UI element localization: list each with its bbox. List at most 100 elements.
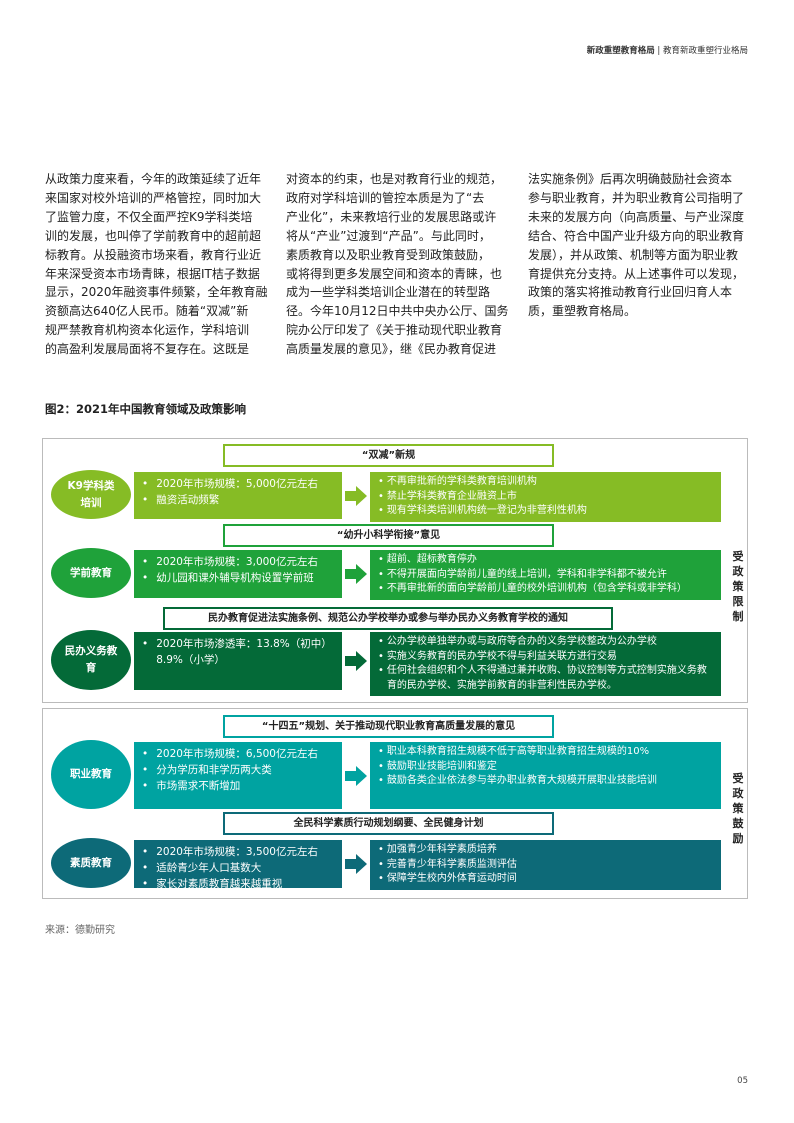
bullet: • [378, 858, 384, 870]
impact-text: 完善青少年科学素质监测评估 [386, 858, 517, 870]
body-line: 显示，2020年融资事件频繁，全年教育融 [45, 285, 268, 300]
impact-item: •公办学校单独举办或与政府等合办的义务学校整改为公办学校 [378, 635, 713, 650]
body-line: 育提供充分支持。从上述事件可以发现， [528, 266, 745, 281]
fact-item: • 适龄青少年人口基数大 [142, 860, 334, 876]
body-line: 对资本的约束，也是对教育行业的规范， [286, 172, 503, 186]
fact-item: • 2020年市场规模：3,000亿元左右 [142, 554, 334, 570]
bullet: • [378, 554, 384, 565]
body-line: 结合、符合中国产业升级方向的职业教育 [528, 228, 745, 243]
fact-item: •家长对素质教育越来越重视 [142, 876, 334, 892]
segment-oval: 职业教育 [51, 740, 131, 809]
impact-item: •任何社会组织和个人不得通过兼并收购、协议控制等方式控制实施义务教育的民办学校、… [378, 664, 713, 693]
arrow-right-icon [345, 564, 367, 584]
body-line: 素质教育以及职业教育受到政策鼓励， [286, 247, 491, 262]
segment-oval: 学前教育 [51, 548, 131, 598]
policy-banner: 民办教育促进法实施条例、规范公办学校举办或参与举办民办义务教育学校的通知 [163, 607, 613, 630]
facts-box: • 2020年市场规模：6,500亿元左右 •分为学历和非学历两大类 • 市场需求不断增… [134, 742, 342, 809]
impact-item: •鼓励各类企业依法参与举办职业教育大规模开展职业技能培训 [378, 774, 713, 789]
bullet: • [142, 638, 149, 650]
policy-banner: “十四五”规划、关于推动现代职业教育高质量发展的意见 [223, 715, 554, 738]
facts-box: • 2020年市场渗透率：13.8%（初中）8.9%（小学） [134, 632, 342, 690]
bullet: • [378, 746, 384, 757]
encouraged-panel: “十四五”规划、关于推动现代职业教育高质量发展的意见职业教育•2020年市场规模… [42, 708, 748, 899]
body-column: 对资本的约束，也是对教育行业的规范，政府对学科培训的管控本质是为了“去产业化”，… [286, 170, 518, 359]
bullet: • [142, 862, 149, 874]
arrow-right-icon [345, 854, 367, 874]
body-line: 参与职业教育，并为职业教育公司指明了 [528, 190, 745, 205]
policy-effect-label: 受政策鼓励 [732, 772, 744, 845]
impact-text: 禁止学科类教育企业融资上市 [386, 490, 517, 502]
body-line: 将从“产业”过渡到“产品”。与此同时， [286, 228, 491, 243]
impact-item: •保障学生校内外体育运动时间 [378, 872, 713, 887]
bullet: • [378, 636, 384, 647]
impact-text: 不得开展面向学龄前儿童的线上培训，学科和非学科都不被允许 [386, 568, 667, 580]
bullet: • [378, 583, 384, 594]
impact-item: •超前、超标教育停办 [378, 553, 713, 568]
impact-item: •不再审批新的学科类教育培训机构 [378, 475, 713, 490]
arrow-right-icon [345, 651, 367, 671]
bullet: • [378, 665, 384, 676]
impact-item: •不得开展面向学龄前儿童的线上培训，学科和非学科都不被允许 [378, 568, 713, 583]
impact-text: 保障学生校内外体育运动时间 [386, 873, 517, 884]
bullet: • [142, 572, 149, 584]
fact-text: 2020年市场规模：6,500亿元左右 [156, 748, 318, 760]
policy-banner: “双减”新规 [223, 444, 554, 467]
impact-box: •加强青少年科学素质培养•完善青少年科学素质监测评估•保障学生校内外体育运动时间 [370, 840, 721, 890]
fact-text: 2020年市场渗透率：13.8%（初中）8.9%（小学） [156, 638, 332, 666]
impact-text: 公办学校单独举办或与政府等合办的义务学校整改为公办学校 [386, 636, 657, 647]
bullet: • [378, 844, 384, 855]
body-line: 从政策力度来看，今年的政策延续了近年 [45, 172, 262, 186]
header-subtitle: 教育新政重塑行业格局 [662, 46, 748, 56]
bullet: • [142, 478, 149, 490]
fact-item: • 市场需求不断增加 [142, 778, 334, 794]
impact-item: •现有学科类培训机构统一登记为非营利性机构 [378, 504, 713, 519]
bullet: • [378, 476, 384, 487]
arrow-right-icon [345, 765, 367, 786]
bullet: • [142, 556, 149, 568]
fact-text: 幼儿园和课外辅导机构设置学前班 [156, 572, 314, 584]
bullet: • [378, 760, 384, 772]
body-line: 产业化”，未来教培行业的发展思路或许 [286, 209, 497, 224]
arrow-right-icon [345, 485, 367, 506]
bullet: • [378, 505, 384, 516]
impact-item: •加强青少年科学素质培养 [378, 843, 713, 858]
body-line: 的高盈利发展局面将不复存在。这既是 [45, 342, 250, 357]
fact-text: 2020年市场规模：3,000亿元左右 [156, 556, 318, 568]
fact-text: 2020年市场规模：5,000亿元左右 [156, 478, 318, 490]
fact-text: 2020年市场规模：3,500亿元左右 [156, 846, 318, 858]
fact-item: •分为学历和非学历两大类 [142, 762, 334, 778]
bullet: • [378, 568, 384, 580]
impact-box: •超前、超标教育停办•不得开展面向学龄前儿童的线上培训，学科和非学科都不被允许•… [370, 550, 721, 600]
impact-item: •禁止学科类教育企业融资上市 [378, 490, 713, 505]
header-section: 新政重塑教育格局 [586, 46, 655, 56]
policy-banner: 全民科学素质行动规划纲要、全民健身计划 [223, 812, 554, 835]
impact-text: 超前、超标教育停办 [386, 554, 477, 565]
source-note: 来源：德勤研究 [45, 925, 115, 936]
impact-text: 任何社会组织和个人不得通过兼并收购、协议控制等方式控制实施义务教育的民办学校、实… [386, 665, 707, 691]
bullet: • [378, 873, 384, 884]
body-line: 院办公厅印发了《关于推动现代职业教育 [286, 323, 503, 338]
fact-text: 市场需求不断增加 [156, 780, 241, 792]
fact-item: •2020年市场规模：3,500亿元左右 [142, 844, 334, 860]
bullet: • [142, 748, 149, 760]
body-line: 质，重塑教育格局。 [528, 304, 637, 319]
impact-item: •鼓励职业技能培训和鉴定 [378, 760, 713, 775]
fact-text: 适龄青少年人口基数大 [156, 862, 262, 874]
bullet: • [142, 780, 149, 792]
impact-box: •职业本科教育招生规模不低于高等职业教育招生规模的10%•鼓励职业技能培训和鉴定… [370, 742, 721, 809]
impact-item: •实施义务教育的民办学校不得与利益关联方进行交易 [378, 650, 713, 665]
body-line: 法实施条例》后再次明确鼓励社会资本 [528, 172, 733, 186]
body-line: 来国家对校外培训的严格管控，同时加大 [45, 190, 262, 205]
figure-title: 图2：2021年中国教育领域及政策影响 [45, 402, 247, 416]
impact-text: 不再审批新的面向学龄前儿童的校外培训机构（包含学科或非学科） [386, 583, 687, 594]
bullet: • [378, 650, 384, 662]
body-column: 法实施条例》后再次明确鼓励社会资本参与职业教育，并为职业教育公司指明了未来的发展… [528, 170, 760, 321]
body-line: 发展），并从政策、机制等方面为职业教 [528, 247, 739, 262]
impact-item: •不再审批新的面向学龄前儿童的校外培训机构（包含学科或非学科） [378, 582, 713, 597]
body-line: 规严禁教育机构资本化运作，学科培训 [45, 323, 250, 338]
impact-text: 实施义务教育的民办学校不得与利益关联方进行交易 [386, 650, 617, 662]
body-line: 年来深受资本市场青睐，根据IT桔子数据 [45, 266, 260, 281]
policy-effect-label: 受政策限制 [732, 550, 744, 623]
header-separator: | [657, 46, 661, 56]
segment-oval: 民办义务教育 [51, 630, 131, 690]
